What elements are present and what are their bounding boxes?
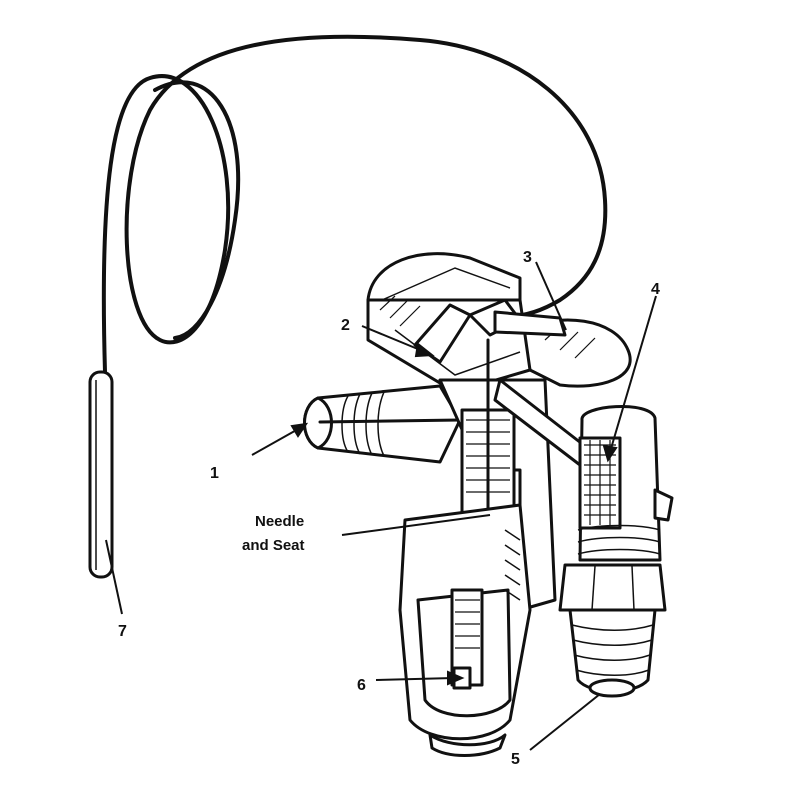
power-head bbox=[366, 252, 632, 394]
inlet-fitting bbox=[303, 384, 462, 464]
adjuster-housing bbox=[398, 503, 532, 757]
label-5: 5 bbox=[511, 751, 520, 768]
outlet-fitting bbox=[558, 404, 674, 698]
label-needle-line2: and Seat bbox=[242, 537, 305, 554]
label-1: 1 bbox=[210, 465, 219, 482]
label-6: 6 bbox=[357, 677, 366, 694]
label-3: 3 bbox=[523, 249, 532, 266]
label-7: 7 bbox=[118, 623, 127, 640]
label-2: 2 bbox=[341, 317, 350, 334]
leader-lines bbox=[105, 261, 657, 751]
capillary-tube bbox=[101, 34, 608, 374]
label-needle-line1: Needle bbox=[255, 513, 304, 530]
label-4: 4 bbox=[651, 281, 660, 298]
sensing-bulb bbox=[88, 370, 114, 579]
